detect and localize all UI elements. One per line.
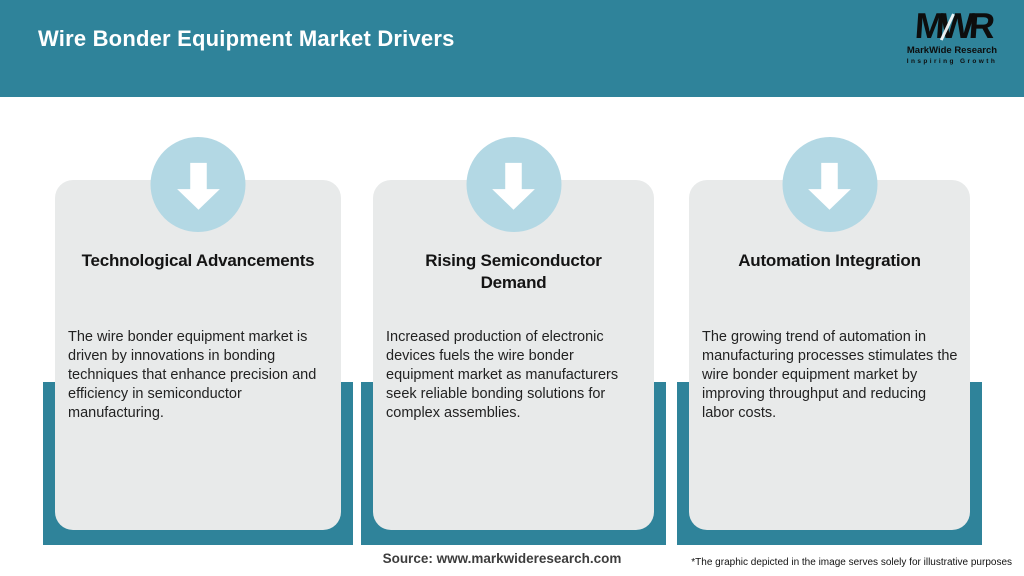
card-title: Automation Integration — [738, 251, 921, 270]
arrow-circle — [466, 137, 561, 232]
logo-tagline: Inspiring Growth — [906, 58, 998, 65]
down-arrow-icon — [176, 162, 220, 210]
card-panel: Technological Advancements The wire bond… — [55, 137, 341, 530]
source-text: Source: www.markwideresearch.com — [382, 551, 622, 566]
card-title: Rising Semiconductor Demand — [385, 250, 642, 294]
page-title: Wire Bonder Equipment Market Drivers — [38, 26, 455, 51]
card-body: Increased production of electronic devic… — [386, 329, 619, 421]
logo-monogram: MWR — [913, 5, 991, 46]
down-arrow-icon — [492, 162, 535, 210]
card-body: The growing trend of automation in manuf… — [702, 329, 958, 421]
card-panel: Automation Integration The growing trend… — [689, 137, 970, 530]
arrow-circle — [150, 137, 246, 232]
card-title: Technological Advancements — [81, 251, 315, 270]
card-panel: Rising Semiconductor Demand Increased pr… — [373, 137, 654, 530]
logo-wordmark: MarkWide Research — [906, 45, 998, 56]
disclaimer-text: *The graphic depicted in the image serve… — [691, 557, 1012, 568]
markwide-logo: MWR MarkWide Research Inspiring Growth — [906, 5, 998, 65]
card-body: The wire bonder equipment market is driv… — [68, 329, 317, 421]
header-bar: Wire Bonder Equipment Market Drivers MWR… — [0, 0, 1024, 97]
arrow-circle — [782, 137, 877, 232]
card-title-text: Rising Semiconductor Demand — [425, 251, 602, 292]
logo-monogram-text: MWR — [913, 5, 991, 46]
down-arrow-icon — [808, 162, 851, 210]
